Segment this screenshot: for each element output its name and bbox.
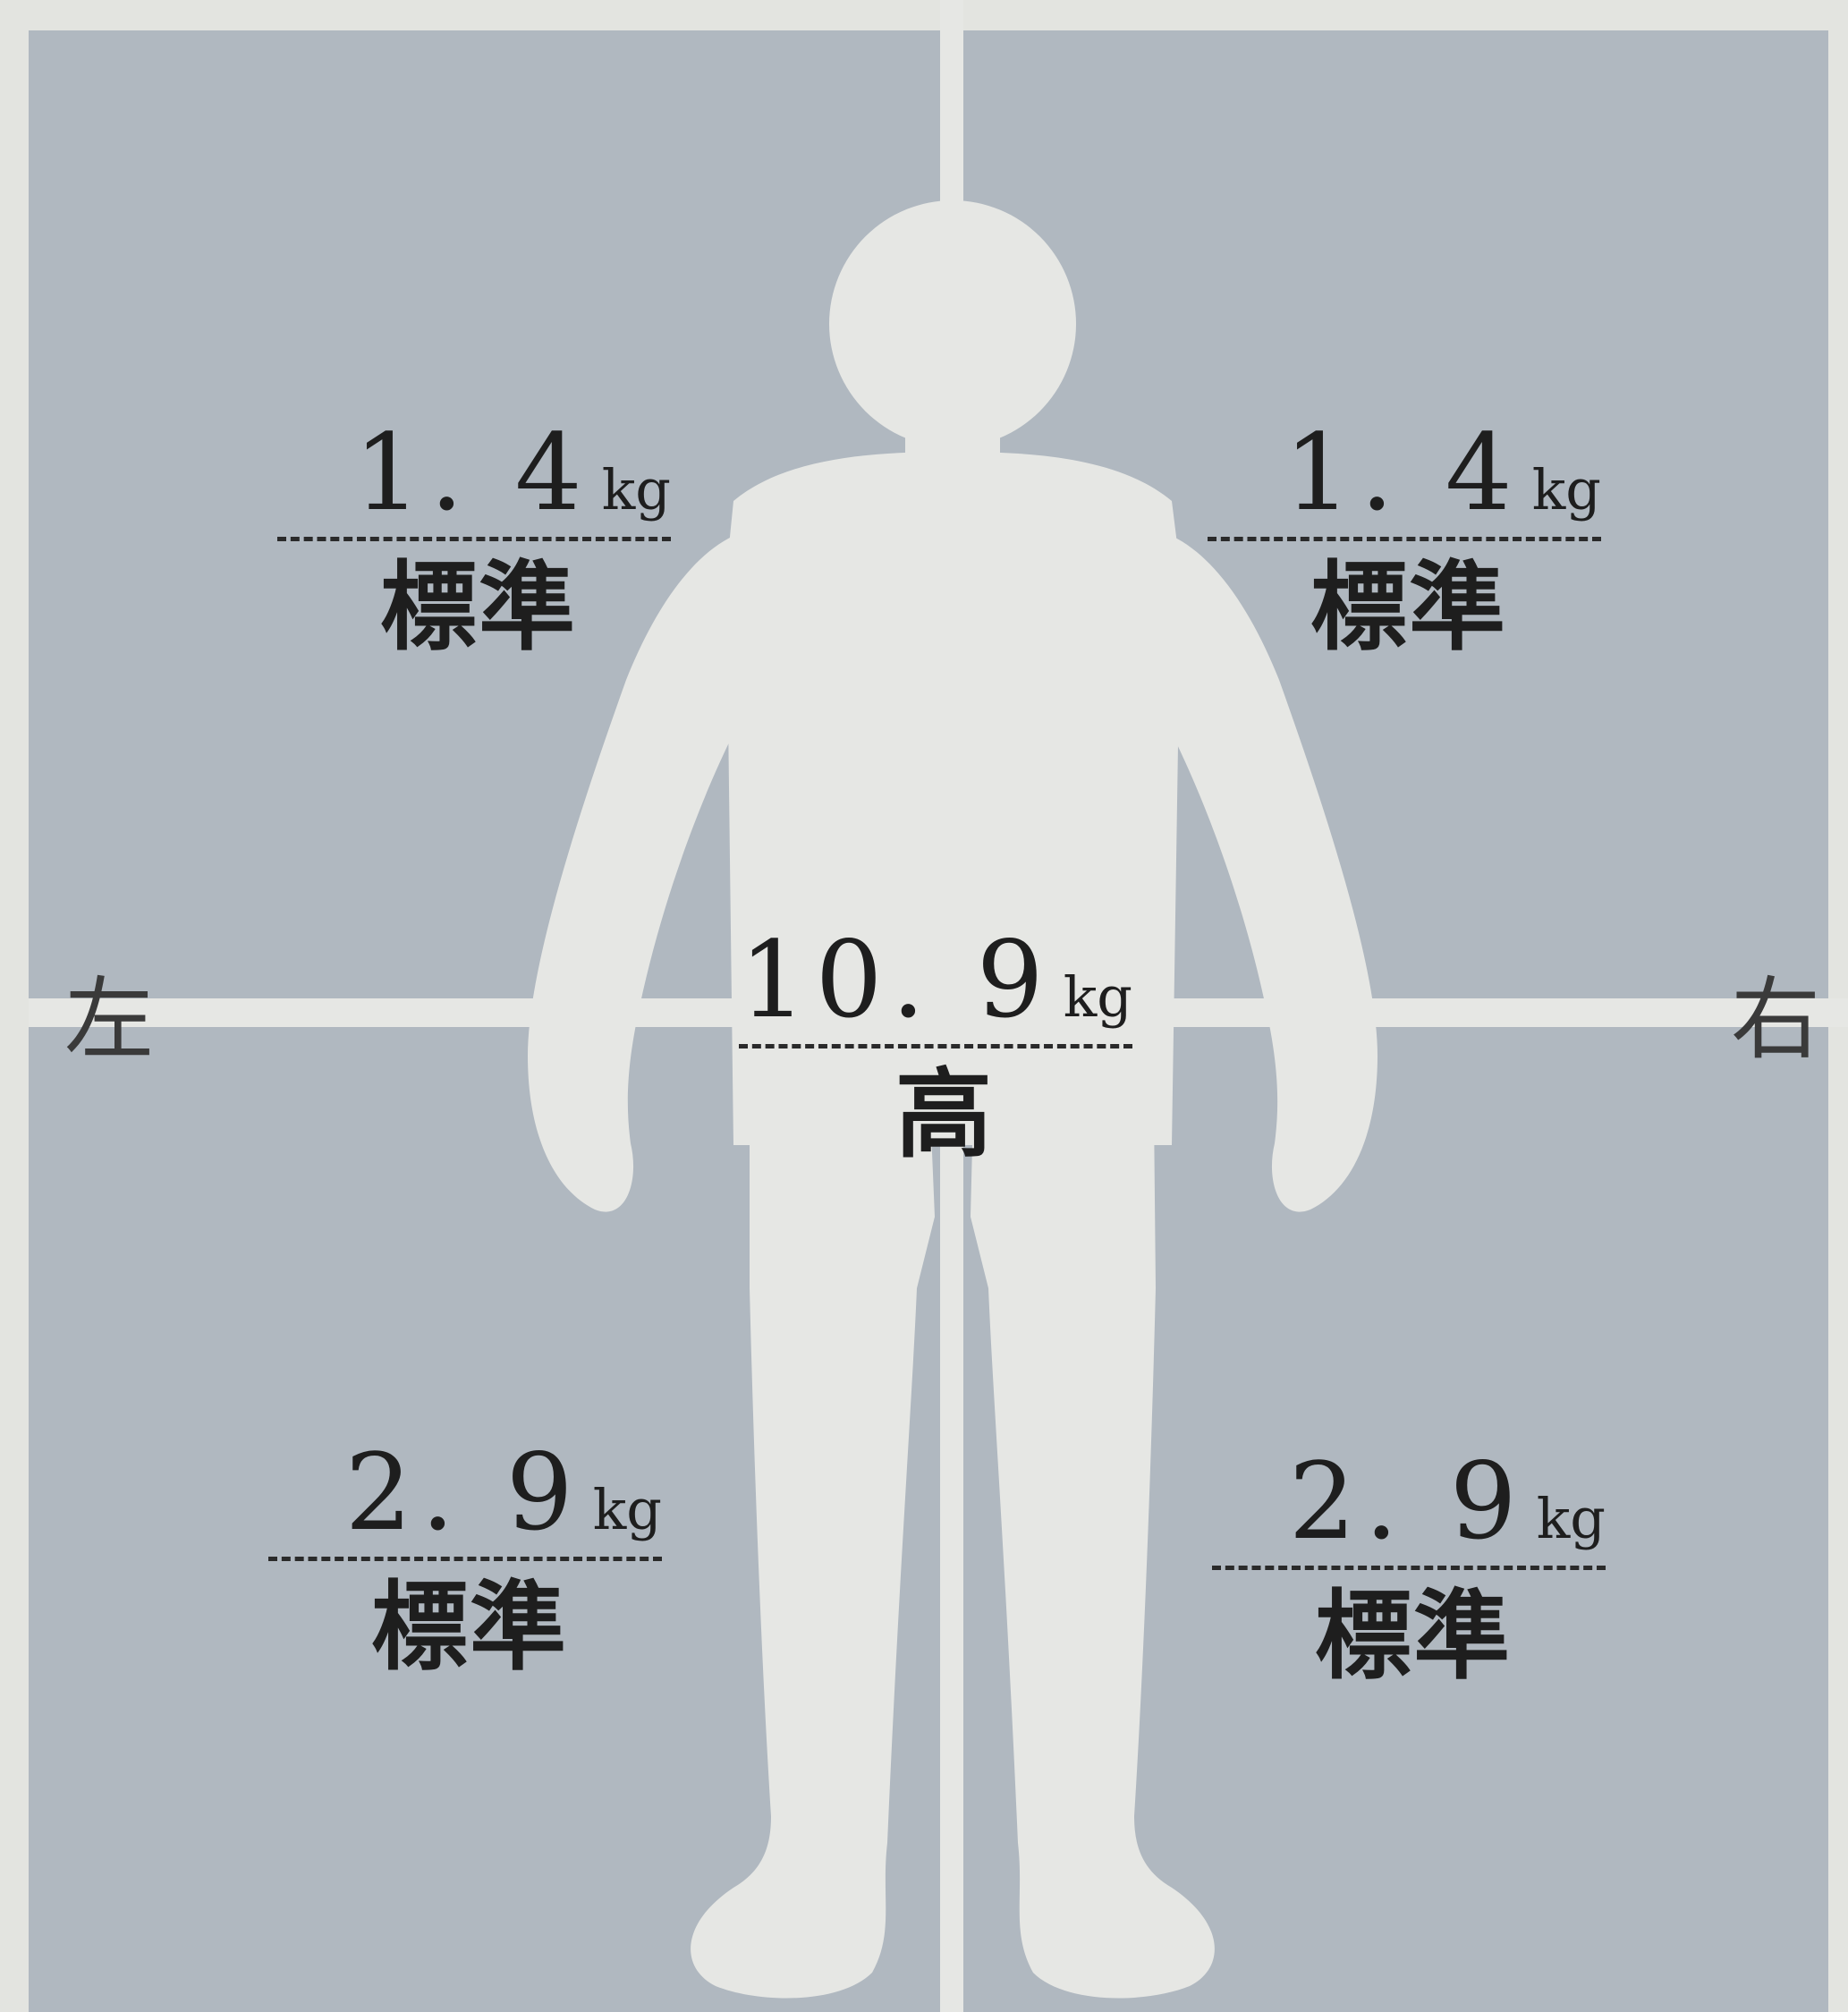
- left-leg-shape: [691, 1109, 935, 1999]
- left-leg-divider: [268, 1557, 662, 1561]
- right-leg-shape: [971, 1109, 1215, 1999]
- right-arm-unit: kg: [1531, 457, 1601, 522]
- left-leg-level: 標準: [371, 1572, 569, 1684]
- human-figure-icon: [528, 200, 1378, 1999]
- right-arm-shape: [1123, 527, 1378, 1212]
- right-arm-level: 標準: [1310, 552, 1508, 664]
- right-leg-unit: kg: [1536, 1486, 1606, 1551]
- left-arm-unit: kg: [601, 457, 671, 522]
- trunk-level: 高: [895, 1059, 995, 1171]
- left-arm-shape: [528, 527, 783, 1212]
- right-side-label: 右: [1731, 967, 1820, 1072]
- head-shape: [829, 200, 1076, 447]
- left-arm-level: 標準: [380, 552, 578, 664]
- torso-shape: [726, 452, 1181, 1145]
- left-arm-value: 1. 4: [353, 411, 591, 534]
- left-hand-shape: [608, 1118, 631, 1163]
- right-arm-divider: [1208, 537, 1601, 541]
- left-arm-divider: [277, 537, 671, 541]
- trunk-divider: [739, 1044, 1132, 1048]
- left-side-label: 左: [64, 967, 154, 1072]
- left-leg-unit: kg: [592, 1477, 662, 1542]
- trunk-unit: kg: [1063, 964, 1132, 1030]
- trunk-value: 10. 9: [739, 918, 1053, 1041]
- left-leg-value: 2. 9: [344, 1430, 582, 1554]
- right-leg-divider: [1212, 1566, 1606, 1570]
- right-leg-level: 標準: [1315, 1581, 1513, 1693]
- right-arm-value: 1. 4: [1284, 411, 1522, 534]
- right-leg-value: 2. 9: [1288, 1439, 1526, 1563]
